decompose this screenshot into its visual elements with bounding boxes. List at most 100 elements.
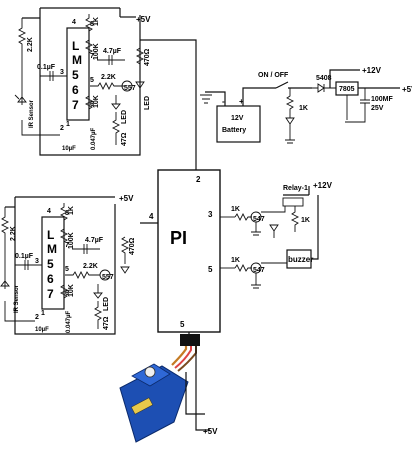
pi-pin-2: 2 <box>196 175 201 184</box>
top-sensor-circuit: L M 5 6 7 4 8 3 1 2 6 5 7 2.2K 0.1µF IR … <box>14 7 151 156</box>
top-res-100k <box>84 39 94 62</box>
battery-plus: + <box>239 97 244 106</box>
power-supply: 12V Battery + - ON / OFF 5408 7805 +5V +… <box>205 66 412 144</box>
top-res-1k <box>84 14 94 34</box>
top-led-res-47 <box>111 95 121 145</box>
top-ic-letter-7: 7 <box>72 98 79 112</box>
top-res-2k2-mid-label: 2.2K <box>101 74 116 81</box>
output-12v-label: +12V <box>362 66 382 75</box>
servo-horn <box>144 366 156 378</box>
top-pin-5: 5 <box>90 77 94 84</box>
power-res-1k <box>285 88 295 118</box>
top-cap-0047-label: 0.047µF <box>91 128 97 150</box>
bottom-pin-6: 6 <box>65 290 69 297</box>
bottom-ir-label: IR Sensor <box>14 284 20 313</box>
relay-res-1k-b-label: 1K <box>301 217 310 224</box>
relay-drive-wire <box>261 206 286 213</box>
diode-label: 5408 <box>316 75 332 82</box>
servo-wire-red <box>174 340 192 369</box>
top-vcc-label: +5V <box>136 15 151 24</box>
cap-100mf <box>345 88 370 123</box>
pi-pin-3: 3 <box>208 210 213 219</box>
top-led-label: LED <box>121 110 128 124</box>
servo-label-plate <box>130 397 154 415</box>
top-res-47-label: 47Ω <box>121 132 128 146</box>
relay-buzzer-section: Relay-1 +12V 1K 547 1K buzzer 1K 547 <box>220 181 333 289</box>
bottom-res-100k <box>59 228 69 251</box>
bottom-res-1k <box>59 203 69 223</box>
top-ic-letter-m: M <box>72 53 82 67</box>
power-res-1k-label: 1K <box>299 105 308 112</box>
bottom-transistor-label: 557 <box>102 274 114 281</box>
servo-vcc-label: +5V <box>203 427 218 436</box>
bottom-vcc-label: +5V <box>119 194 134 203</box>
transistor-547-b-label: 547 <box>253 267 265 274</box>
buzzer-res-1k-c <box>234 263 252 273</box>
buzzer-label: buzzer <box>288 255 313 264</box>
top-res-1k-label: 1K <box>93 17 100 26</box>
bottom-res-10k <box>59 281 69 304</box>
top-transistor-label: 557 <box>124 85 136 92</box>
bottom-pin-1: 1 <box>41 310 45 317</box>
pi-box <box>157 169 221 333</box>
top-pin-6: 6 <box>90 101 94 108</box>
bottom-ic-letter-l: L <box>47 228 54 242</box>
top-ic-letter-5: 5 <box>72 68 79 82</box>
bottom-res-470-label: 470Ω <box>129 237 136 255</box>
diode-5408 <box>312 83 336 93</box>
bottom-pin-2: 2 <box>35 314 39 321</box>
transistor-547-a-label: 547 <box>253 216 265 223</box>
bottom-ic-letter-7: 7 <box>47 287 54 301</box>
top-pin-7: 7 <box>90 53 94 60</box>
relay-res-1k-a <box>234 212 252 222</box>
top-pin-1: 1 <box>66 121 70 128</box>
wire-12v <box>329 69 360 88</box>
servo-connector <box>180 334 200 346</box>
pi-label: PI <box>170 228 187 248</box>
relay-led <box>269 224 279 238</box>
top-res-470 <box>135 47 145 75</box>
bottom-res-47-label: 47Ω <box>103 316 110 330</box>
top-res-2k2-left-label: 2.2K <box>27 37 34 52</box>
pi-module: PI 2 3 4 5 5 <box>140 39 221 333</box>
top-ir-sensor <box>17 60 60 136</box>
top-res-100k-label: 100K <box>93 43 100 60</box>
pi-pin-5-bottom: 5 <box>180 320 185 329</box>
bottom-res-2k2-mid-label: 2.2K <box>83 263 98 270</box>
power-led <box>285 117 295 144</box>
relay-gnd <box>251 222 261 236</box>
top-res-10k <box>84 92 94 115</box>
power-switch-label: ON / OFF <box>258 72 289 79</box>
top-pin-8: 8 <box>90 21 94 28</box>
power-switch[interactable] <box>275 81 312 89</box>
bottom-cap-01-label: 0.1µF <box>15 253 34 260</box>
battery-minus: - <box>222 97 225 106</box>
bottom-led-indicator <box>120 266 130 274</box>
bottom-pin-8: 8 <box>65 210 69 217</box>
battery-label: Battery <box>222 127 246 134</box>
bottom-led-label: LED <box>103 297 110 311</box>
bottom-cap-10-label: 10µF <box>35 327 49 333</box>
servo-wire-orange <box>171 340 188 366</box>
bottom-res-2k2-left-label: 2.2K <box>10 226 17 241</box>
bottom-cap-47-label: 4.7µF <box>85 237 104 244</box>
buzzer-gnd <box>251 273 261 289</box>
bottom-ir-sensor <box>0 249 35 322</box>
ground-symbol <box>200 94 212 104</box>
bottom-res-1k-label: 1K <box>68 206 75 215</box>
bottom-pin-5: 5 <box>65 266 69 273</box>
servo-vcc-wire <box>195 346 210 431</box>
top-res-470-label: 470Ω <box>144 48 151 66</box>
top-cap-47-label: 4.7µF <box>103 48 122 55</box>
servo-motor: +5V <box>119 332 218 443</box>
top-ic-letter-6: 6 <box>72 83 79 97</box>
pi-input-wire-top <box>140 39 197 170</box>
bottom-pin-3: 3 <box>35 258 39 265</box>
top-pin-4: 4 <box>72 19 76 26</box>
bottom-res-2k2-mid <box>65 270 100 280</box>
bottom-res-100k-label: 100K <box>68 232 75 249</box>
relay-res-1k-a-label: 1K <box>231 206 240 213</box>
top-ic-body <box>66 27 90 121</box>
buzzer-supply-wire <box>311 195 319 260</box>
